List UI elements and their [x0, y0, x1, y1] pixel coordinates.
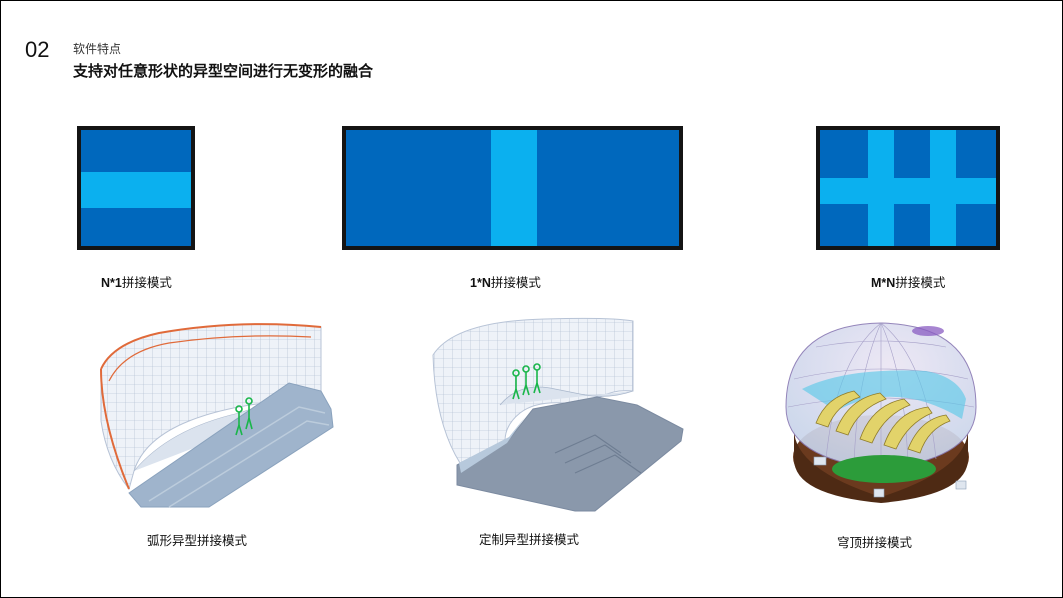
custom-mode-label: 定制异型拼接模式	[479, 532, 580, 547]
dome-illustration	[785, 322, 977, 503]
horizontal-band	[81, 172, 191, 208]
vertical-band	[491, 130, 537, 246]
vertical-band-left	[868, 130, 894, 246]
mn-splice-panel	[816, 126, 1000, 250]
n1-mode-prefix: N*1	[101, 276, 122, 290]
horizontal-band	[820, 178, 996, 204]
n1-splice-panel	[77, 126, 195, 250]
1n-mode-text: 拼接模式	[490, 275, 541, 290]
1n-mode-prefix: 1*N	[470, 276, 491, 290]
figures-icon	[235, 397, 253, 436]
curved-mode-label: 弧形异型拼接模式	[147, 533, 248, 548]
section-title: 支持对任意形状的异型空间进行无变形的融合	[73, 62, 374, 80]
section-number: 02	[25, 37, 50, 62]
1n-mode-label: 1*N拼接模式	[470, 272, 541, 291]
curved-wall-illustration	[100, 323, 334, 508]
mn-mode-label: M*N拼接模式	[871, 272, 945, 291]
vertical-band-right	[930, 130, 956, 246]
1n-splice-panel	[342, 126, 683, 250]
custom-shape-illustration	[432, 317, 684, 512]
dome-mode-label: 穹顶拼接模式	[837, 535, 913, 550]
figures-icon	[512, 363, 541, 400]
mn-mode-prefix: M*N	[871, 276, 896, 290]
mn-mode-text: 拼接模式	[895, 275, 946, 290]
n1-mode-label: N*1拼接模式	[101, 272, 172, 291]
n1-mode-text: 拼接模式	[121, 275, 172, 290]
section-subtitle: 软件特点	[73, 42, 122, 56]
